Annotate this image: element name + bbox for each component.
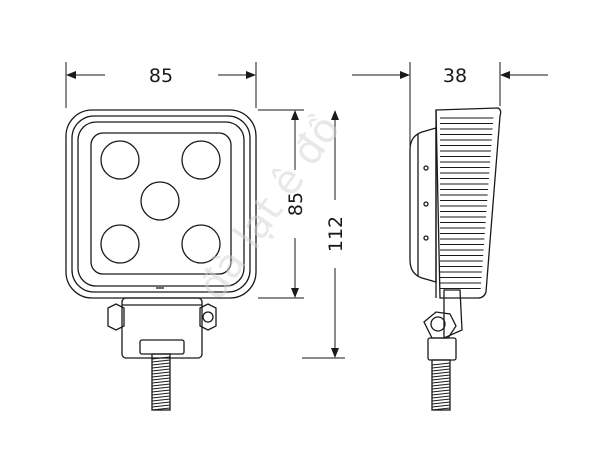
lamp-lens <box>90 132 232 275</box>
led-top-left <box>100 140 140 180</box>
side-housing-back <box>435 107 502 299</box>
side-view <box>409 107 502 411</box>
side-bolt-thread <box>431 362 451 411</box>
mounting-bracket <box>121 297 203 359</box>
lamp-housing-ring <box>71 115 251 293</box>
front-height-label: 85 <box>285 192 307 216</box>
front-bolt-thread <box>151 356 171 411</box>
side-fins <box>440 117 494 289</box>
threaded-bolt <box>151 353 171 411</box>
side-bezel <box>409 127 437 283</box>
led-bottom-left <box>100 224 140 264</box>
led-top-right <box>181 140 221 180</box>
led-center <box>140 181 180 221</box>
dimension-lines <box>65 62 548 359</box>
right-bolt-nut <box>199 303 217 331</box>
front-width-label: 85 <box>149 65 173 87</box>
left-bolt-nut <box>107 303 125 331</box>
side-depth-label: 38 <box>443 65 467 87</box>
side-threaded-bolt <box>431 359 451 411</box>
side-bracket-arm <box>443 289 463 340</box>
side-pivot-nut <box>423 311 457 339</box>
lamp-housing-ring-inner <box>77 121 245 287</box>
watermark: đà lạt ê đồ <box>189 107 349 309</box>
overall-height-label: 112 <box>325 216 347 252</box>
led-bottom-right <box>181 224 221 264</box>
front-view <box>65 109 257 411</box>
